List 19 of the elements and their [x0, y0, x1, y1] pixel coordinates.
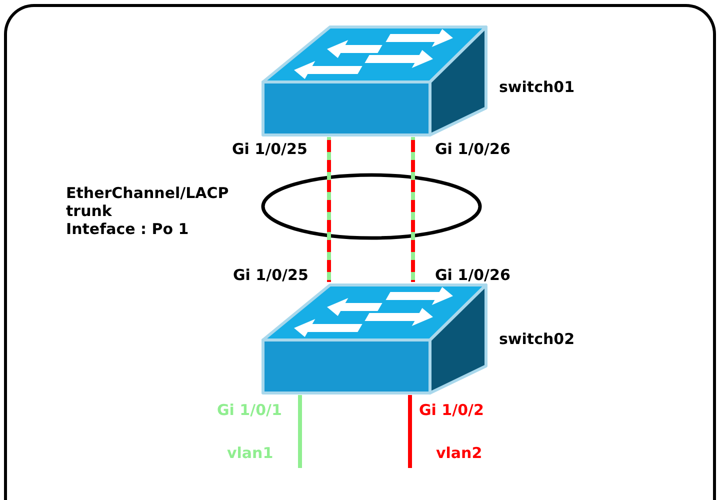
bundle-label: trunk — [66, 202, 112, 220]
vlan-label: vlan2 — [436, 444, 482, 462]
dashed-link-line — [411, 137, 415, 282]
link-line — [408, 395, 412, 468]
port-label: Gi 1/0/25 — [233, 266, 308, 284]
port-label: Gi 1/0/25 — [232, 140, 308, 158]
port-label: Gi 1/0/1 — [217, 401, 282, 419]
link-line — [298, 395, 302, 468]
device-label: switch01 — [499, 78, 575, 96]
vlan-label: vlan1 — [227, 444, 274, 462]
bundle-label: Inteface : Po 1 — [66, 220, 189, 238]
device-label: switch02 — [499, 330, 575, 348]
port-label: Gi 1/0/26 — [435, 266, 510, 284]
dashed-link-line — [327, 137, 331, 282]
network-switch-drawing — [260, 282, 489, 395]
port-label: Gi 1/0/2 — [419, 401, 484, 419]
network-switch-drawing — [260, 24, 489, 137]
bundle-label: EtherChannel/LACP — [66, 184, 229, 202]
port-label: Gi 1/0/26 — [435, 140, 510, 158]
